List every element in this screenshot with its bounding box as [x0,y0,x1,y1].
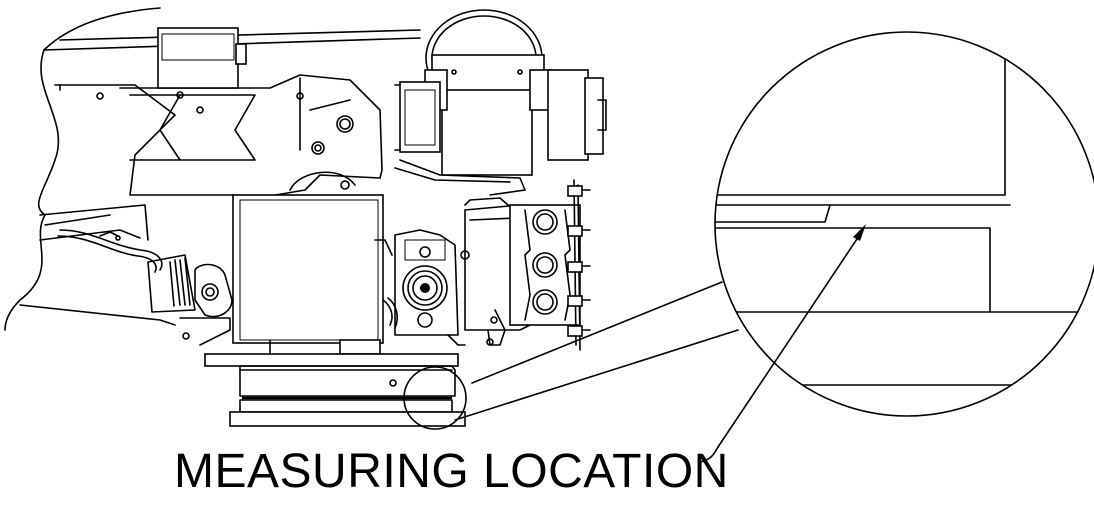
detail-leader-lines [454,281,739,421]
cylinder-assembly [394,9,607,196]
bearing-plate [394,229,470,346]
measuring-location-leader [699,224,866,463]
motor-block [232,171,401,357]
base-stack [204,353,466,427]
valve-block [464,179,591,351]
detail-source-circle [403,366,467,430]
detail-view [714,31,1094,417]
measuring-location-label: MEASURING LOCATION [174,445,729,498]
arm-frame [4,7,421,346]
